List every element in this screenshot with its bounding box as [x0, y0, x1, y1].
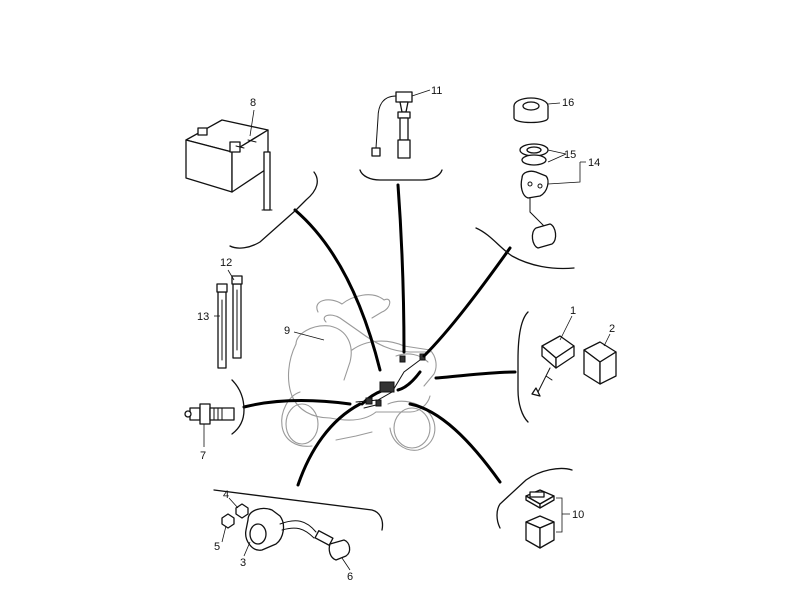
callout-14: 14 — [588, 157, 600, 169]
callout-9: 9 — [284, 325, 290, 337]
bolt-5 — [221, 513, 235, 529]
callout-3: 3 — [240, 557, 246, 569]
callout-10: 10 — [572, 509, 584, 521]
bolt-4 — [235, 503, 249, 519]
relay-1 — [531, 335, 575, 397]
callout-8: 8 — [250, 97, 256, 109]
harness-plug-b — [375, 399, 382, 407]
group-leader-curves — [242, 183, 517, 487]
callout-4: 4 — [223, 489, 229, 501]
group-frames — [213, 169, 575, 531]
callout-5: 5 — [214, 541, 220, 553]
harness-connector — [379, 381, 395, 393]
harness-plug-c — [399, 355, 406, 363]
ignition-coil — [245, 507, 317, 551]
scooter-outline — [281, 294, 437, 451]
callout-16: 16 — [562, 97, 574, 109]
speed-sensor — [371, 91, 413, 159]
neutral-switch — [184, 403, 235, 425]
battery — [185, 119, 273, 211]
fuel-sender-unit — [513, 97, 557, 249]
callout-leaders — [203, 89, 611, 571]
callout-1: 1 — [570, 305, 576, 317]
relay-2 — [583, 341, 617, 385]
callout-15: 15 — [564, 149, 576, 161]
harness-plug-a — [365, 397, 373, 405]
callout-7: 7 — [200, 450, 206, 462]
callout-labels: 8 11 16 15 14 12 13 9 1 2 7 10 4 5 3 6 — [197, 85, 615, 583]
cable-ties — [216, 275, 243, 369]
callout-13: 13 — [197, 311, 209, 323]
callout-2: 2 — [609, 323, 615, 335]
callout-12: 12 — [220, 257, 232, 269]
relay-10 — [525, 489, 555, 549]
callout-11: 11 — [431, 85, 442, 97]
callout-6: 6 — [347, 571, 353, 583]
spark-plug-cap — [314, 530, 351, 561]
